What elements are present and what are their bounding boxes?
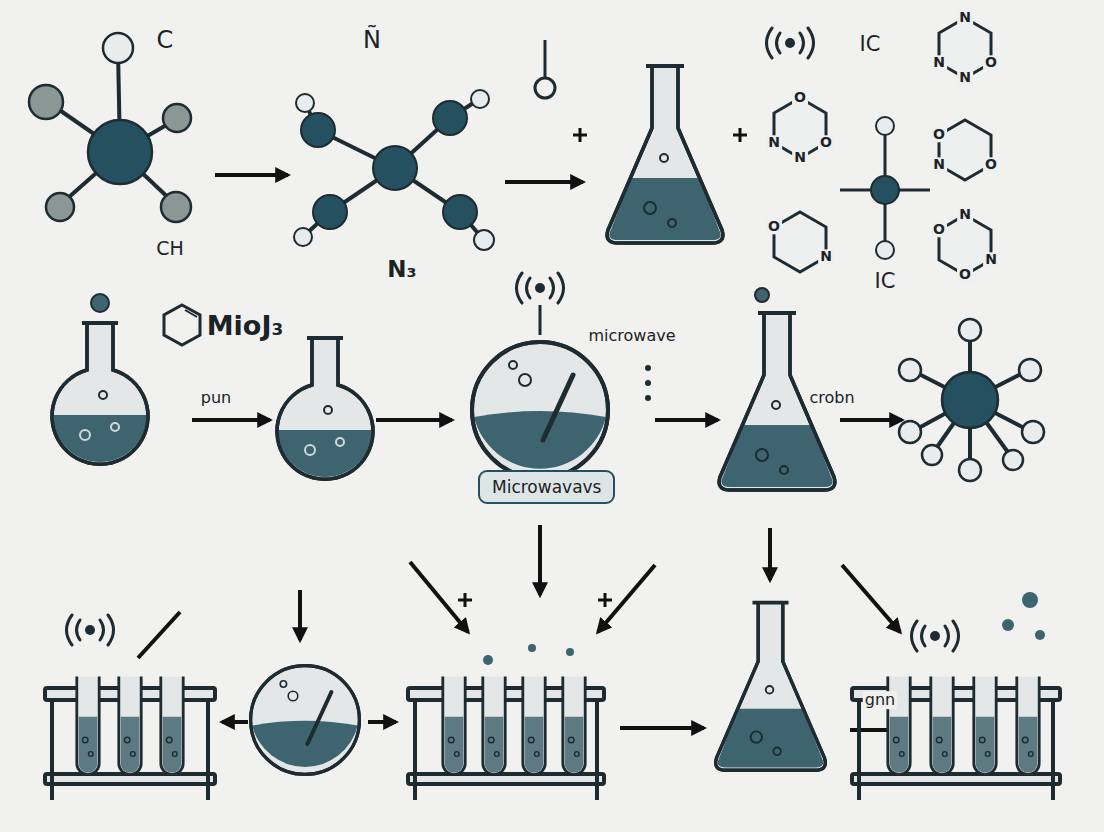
ring-atom-label: N: [957, 10, 973, 25]
ring-atom-label: N: [931, 157, 947, 172]
ring-atom-label: N: [957, 207, 973, 222]
ring-atom-label: O: [931, 127, 947, 142]
ring-atom-label: N: [766, 135, 782, 150]
ring-atom-label: O: [818, 135, 834, 150]
text-label: C: [155, 27, 176, 53]
ring-atom-label: N: [818, 249, 834, 264]
ring-atom-label: N: [931, 55, 947, 70]
ring-atom-label: O: [766, 219, 782, 234]
text-label: Ñ: [361, 27, 383, 53]
label-box: Microwavavs: [478, 470, 615, 504]
text-label: N₃: [385, 257, 418, 282]
ring-atom-label: O: [931, 222, 947, 237]
text-label: MioJ₃: [205, 311, 286, 341]
text-label: pun: [199, 389, 233, 407]
box-text: Microwavavs: [492, 477, 601, 497]
text-label: IC: [858, 33, 883, 56]
ring-atom-label: N: [983, 252, 999, 267]
text-label: CH: [154, 238, 186, 259]
text-label: IC: [873, 270, 898, 293]
ring-atom-label: N: [957, 70, 973, 85]
ring-atom-label: N: [792, 150, 808, 165]
text-label: microwave: [586, 327, 677, 345]
text-label: gnn: [863, 691, 897, 709]
ring-atom-label: O: [957, 267, 973, 282]
ring-atom-label: O: [983, 157, 999, 172]
text-label: crobn: [807, 389, 856, 407]
ring-atom-label: O: [792, 90, 808, 105]
ring-atom-label: O: [983, 55, 999, 70]
